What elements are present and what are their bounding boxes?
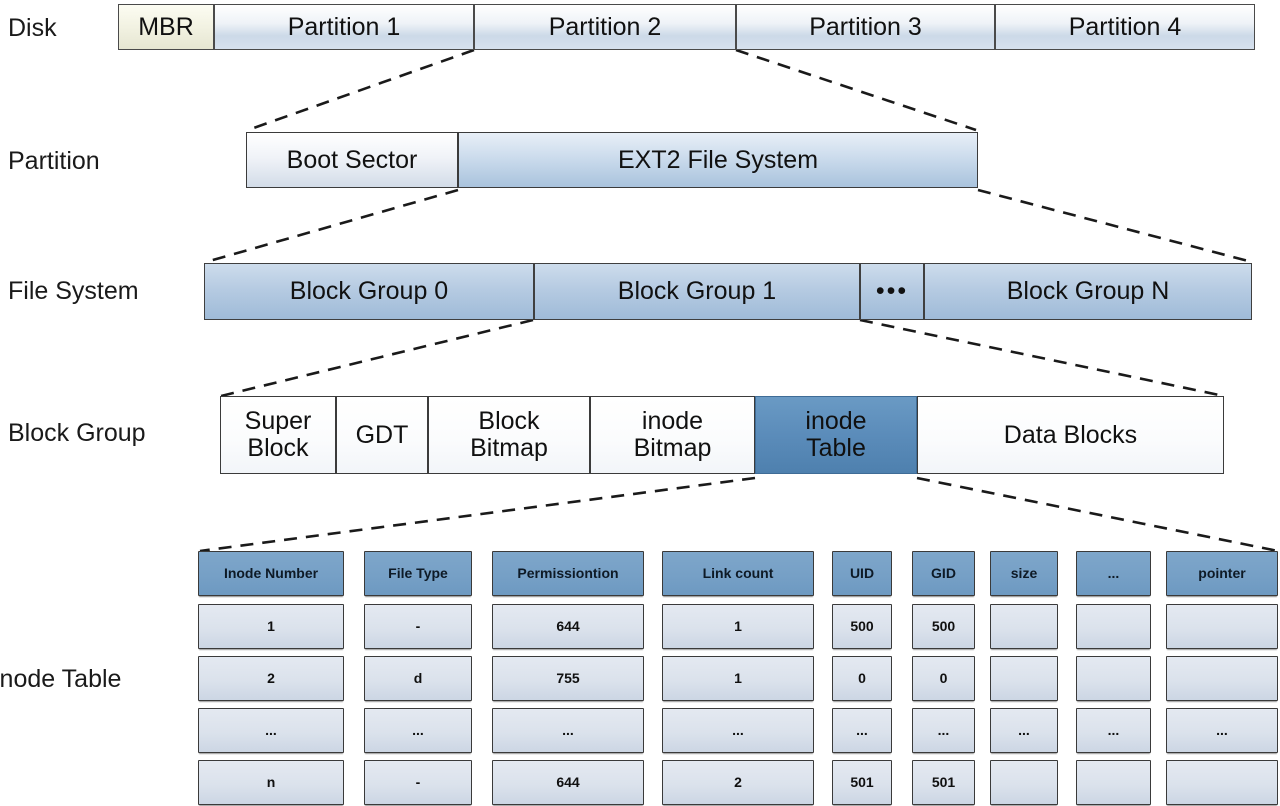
inode-table-header-gid[interactable]: GID — [912, 551, 975, 596]
block-group-super-block-line2: Block — [247, 434, 309, 462]
block-group-inode-table-line1: inode — [805, 407, 867, 435]
block-group-gdt[interactable]: GDT — [336, 396, 428, 474]
inode-table-row[interactable]: 1 — [198, 604, 344, 649]
inode-table-row[interactable] — [990, 656, 1058, 701]
inode-table-row: ... — [198, 708, 344, 753]
block-group-data-blocks[interactable]: Data Blocks — [917, 396, 1224, 474]
inode-table-row[interactable]: 500 — [912, 604, 975, 649]
inode-table-row[interactable] — [990, 604, 1058, 649]
file-system-block-group-ellipsis: ••• — [860, 263, 924, 320]
row-label-block-group: Block Group — [8, 419, 146, 447]
inode-table-row[interactable]: 644 — [492, 604, 644, 649]
inode-table-row[interactable]: 2 — [198, 656, 344, 701]
inode-table-row: ... — [492, 708, 644, 753]
inode-table-row[interactable] — [1076, 604, 1151, 649]
inode-table-row[interactable]: 755 — [492, 656, 644, 701]
partition-block-ext2-file-system[interactable]: EXT2 File System — [458, 132, 978, 188]
connector-blockgroup-to-inode-left — [199, 476, 756, 553]
connector-partition-to-fs-right — [977, 188, 1253, 264]
disk-block-partition-4[interactable]: Partition 4 — [995, 4, 1255, 50]
inode-table-header-permissiontion[interactable]: Permissiontion — [492, 551, 644, 596]
inode-table-row: ... — [662, 708, 814, 753]
row-label-file-system: File System — [8, 277, 139, 305]
inode-table-row: ... — [1166, 708, 1278, 753]
file-system-block-group-1[interactable]: Block Group 1 — [534, 263, 860, 320]
inode-table-row: ... — [832, 708, 892, 753]
file-system-block-group-0[interactable]: Block Group 0 — [204, 263, 534, 320]
inode-table-row[interactable] — [1076, 656, 1151, 701]
block-group-block-bitmap[interactable]: Block Bitmap — [428, 396, 590, 474]
row-label-disk: Disk — [8, 14, 57, 42]
inode-table-row[interactable]: 0 — [832, 656, 892, 701]
inode-table-row: ... — [1076, 708, 1151, 753]
inode-table-row[interactable]: 2 — [662, 760, 814, 805]
block-group-super-block-line1: Super — [244, 407, 312, 435]
inode-table-row[interactable]: 1 — [662, 604, 814, 649]
disk-block-partition-1[interactable]: Partition 1 — [214, 4, 474, 50]
inode-table-row[interactable]: 0 — [912, 656, 975, 701]
inode-table-row: ... — [990, 708, 1058, 753]
inode-table-row[interactable]: 1 — [662, 656, 814, 701]
inode-table-row[interactable] — [990, 760, 1058, 805]
row-label-partition: Partition — [8, 147, 100, 175]
connector-fs-to-blockgroup-left — [220, 318, 534, 398]
file-system-block-group-n[interactable]: Block Group N — [924, 263, 1252, 320]
block-group-inode-bitmap-line1: inode — [641, 407, 704, 435]
block-group-inode-table[interactable]: inode Table — [755, 396, 917, 474]
inode-table-row[interactable]: 501 — [832, 760, 892, 805]
inode-table-row[interactable] — [1166, 760, 1278, 805]
inode-table-row: ... — [364, 708, 472, 753]
inode-table-header-inode-number[interactable]: Inode Number — [198, 551, 344, 596]
inode-table-header-uid[interactable]: UID — [832, 551, 892, 596]
connector-fs-to-blockgroup-right — [859, 318, 1225, 398]
inode-table-header-ellipsis: ... — [1076, 551, 1151, 596]
inode-table-row[interactable]: 644 — [492, 760, 644, 805]
inode-table-row: ... — [912, 708, 975, 753]
block-group-data-blocks-line1: Data Blocks — [1003, 420, 1138, 449]
block-group-super-block[interactable]: Super Block — [220, 396, 336, 474]
inode-table-row[interactable] — [1166, 656, 1278, 701]
connector-blockgroup-to-inode-right — [916, 476, 1279, 553]
block-group-block-bitmap-line2: Bitmap — [470, 434, 548, 462]
inode-table-row[interactable]: - — [364, 760, 472, 805]
connector-partition-to-fs-left — [205, 188, 459, 264]
inode-table-row[interactable] — [1076, 760, 1151, 805]
disk-block-partition-3[interactable]: Partition 3 — [736, 4, 995, 50]
inode-table-header-link-count[interactable]: Link count — [662, 551, 814, 596]
block-group-gdt-line1: GDT — [355, 420, 409, 449]
inode-table-row[interactable]: 501 — [912, 760, 975, 805]
block-group-inode-table-line2: Table — [806, 434, 866, 462]
inode-table-header-pointer[interactable]: pointer — [1166, 551, 1278, 596]
connector-disk-to-partition-right — [735, 48, 977, 132]
row-label-inode-table: inode Table — [0, 665, 122, 693]
connector-disk-to-partition-left — [247, 48, 475, 132]
disk-block-mbr[interactable]: MBR — [118, 4, 214, 50]
inode-table-header-size[interactable]: size — [990, 551, 1058, 596]
block-group-inode-bitmap-line2: Bitmap — [633, 434, 712, 462]
inode-table-row[interactable]: d — [364, 656, 472, 701]
partition-block-boot-sector[interactable]: Boot Sector — [246, 132, 458, 188]
block-group-block-bitmap-line1: Block — [478, 407, 540, 435]
inode-table-row[interactable]: 500 — [832, 604, 892, 649]
block-group-inode-bitmap[interactable]: inode Bitmap — [590, 396, 755, 474]
inode-table-row[interactable]: - — [364, 604, 472, 649]
disk-block-partition-2[interactable]: Partition 2 — [474, 4, 736, 50]
inode-table-row[interactable]: n — [198, 760, 344, 805]
inode-table-row[interactable] — [1166, 604, 1278, 649]
inode-table-header-file-type[interactable]: File Type — [364, 551, 472, 596]
